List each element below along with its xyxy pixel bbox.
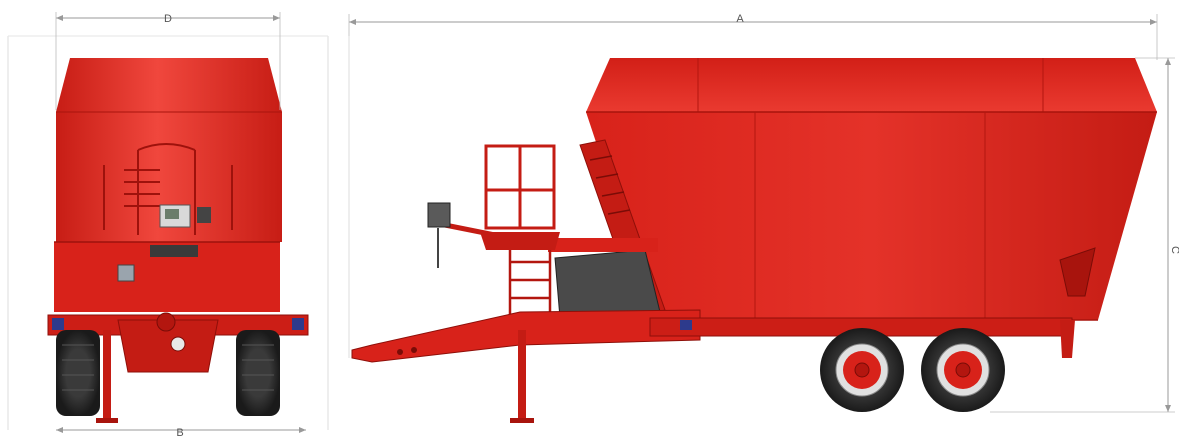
front-hitch xyxy=(117,319,219,373)
dimension-d-label: D xyxy=(164,13,172,25)
dimension-c: C xyxy=(990,57,1179,413)
side-discharge-door xyxy=(554,249,661,319)
side-tub-top xyxy=(586,58,1157,112)
front-control-ladder xyxy=(103,143,233,235)
dimension-b: B xyxy=(56,427,306,439)
side-view xyxy=(348,36,1157,423)
front-right-tyre xyxy=(236,330,280,416)
front-tub-top xyxy=(56,58,282,112)
front-jack-leg xyxy=(103,330,111,420)
dimension-a: A xyxy=(348,13,1158,60)
front-left-tyre xyxy=(56,330,100,416)
dimension-b-label: B xyxy=(176,427,183,439)
dimension-c-label: C xyxy=(1169,246,1179,254)
side-tub-body xyxy=(586,112,1157,320)
side-platform-railing xyxy=(484,144,556,230)
dimension-a-label: A xyxy=(736,13,744,25)
side-wheel-front xyxy=(820,328,904,412)
side-jack-leg xyxy=(518,330,526,420)
side-control-box xyxy=(427,202,451,228)
dimension-d: D xyxy=(55,12,281,110)
side-wheel-rear xyxy=(921,328,1005,412)
front-view xyxy=(7,35,329,430)
